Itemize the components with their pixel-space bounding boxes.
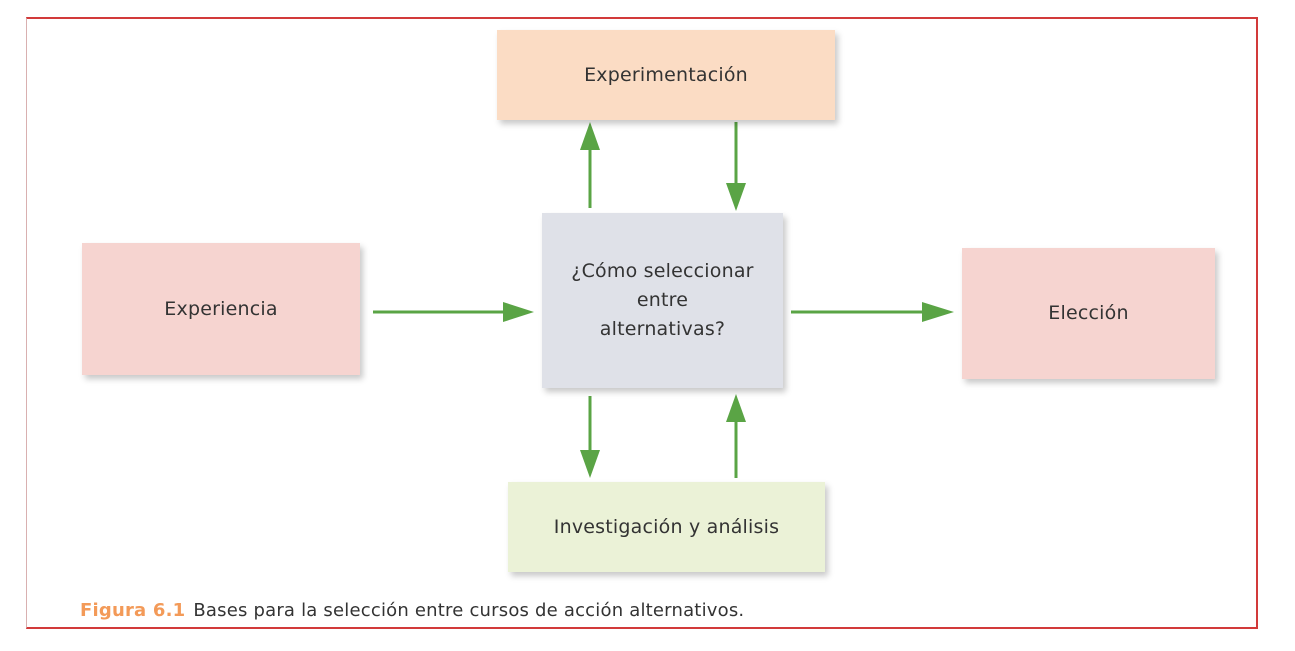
node-center-line-3: alternativas?	[599, 318, 726, 340]
node-experimentacion-label: Experimentación	[584, 63, 748, 86]
node-experiencia: Experiencia	[82, 243, 360, 375]
caption-label: Figura 6.1	[80, 600, 186, 621]
node-center-question: ¿Cómo seleccionar entre alternativas?	[542, 213, 783, 388]
node-experiencia-label: Experiencia	[164, 297, 278, 320]
node-center-line-2: entre	[636, 289, 689, 311]
figure-caption: Figura 6.1 Bases para la selección entre …	[80, 600, 744, 621]
figure-frame	[26, 17, 1258, 629]
node-eleccion-label: Elección	[1048, 302, 1129, 324]
node-center-line-1: ¿Cómo seleccionar	[571, 260, 754, 282]
node-investigacion-label: Investigación y análisis	[553, 515, 780, 538]
node-eleccion: Elección	[962, 248, 1215, 379]
caption-text: Bases para la selección entre cursos de …	[193, 600, 745, 621]
node-investigacion: Investigación y análisis	[508, 482, 825, 572]
node-experimentacion: Experimentación	[497, 30, 835, 120]
